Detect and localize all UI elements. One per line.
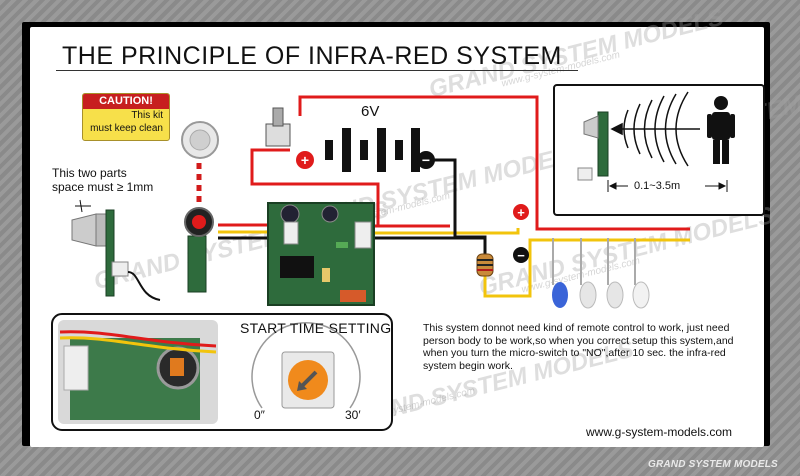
led-minus-marker [513,247,529,263]
battery-plus-marker [296,151,314,169]
title-underline [56,70,578,71]
ir-sensor-module [184,152,214,293]
caution-line-2: must keep clean [90,123,163,134]
caution-label: CAUTION! This kit must keep clean [82,93,170,141]
description-text: This system donnot need kind of remote c… [423,322,734,372]
circuit-board [267,202,375,306]
white-led-icon [632,238,650,309]
led-minus-sign: − [517,248,525,263]
switch-icon [265,123,291,147]
timer-min-label: 0″ [254,408,265,422]
person-icon [707,96,735,164]
red-wire [250,148,380,226]
footer-brand: GRAND SYSTEM MODELS [648,459,778,470]
ir-waves-icon [610,91,700,167]
blue-led-icon [552,238,568,308]
spacing-note-line-1: This two parts [52,166,127,180]
sensor-side-view-icon [71,199,161,301]
white-led-icon [579,238,597,309]
pir-lens-icon [181,121,219,159]
detector-icon [577,111,609,181]
range-dimension-arrows [607,180,728,192]
yellow-wire [483,238,690,298]
spacing-note: This two parts space must ≥ 1mm [52,166,153,194]
start-time-title: START TIME SETTING [240,320,392,336]
switch-lever [272,107,284,127]
timer-max-label: 30′ [345,408,361,422]
board-photo [58,320,218,424]
battery-voltage: 6V [361,103,380,120]
page-title: THE PRINCIPLE OF INFRA-RED SYSTEM [62,42,562,70]
battery-plus-sign: + [301,152,309,168]
battery-minus-marker [417,151,435,169]
website-url: www.g-system-models.com [586,425,733,439]
yellow-wire [359,228,520,235]
battery-minus-sign: − [422,152,430,168]
timer-dial [251,322,361,409]
led-plus-marker [513,204,529,220]
caution-heading: CAUTION! [83,94,169,109]
caution-line-1: This kit [131,110,163,121]
black-wire [432,158,487,255]
white-led-icon [606,238,624,309]
detection-range: 0.1~3.5m [634,180,681,192]
battery-icon [325,128,420,172]
led-plus-sign: + [517,205,525,220]
spacing-note-line-2: space must ≥ 1mm [52,180,154,194]
red-wire [298,95,690,231]
